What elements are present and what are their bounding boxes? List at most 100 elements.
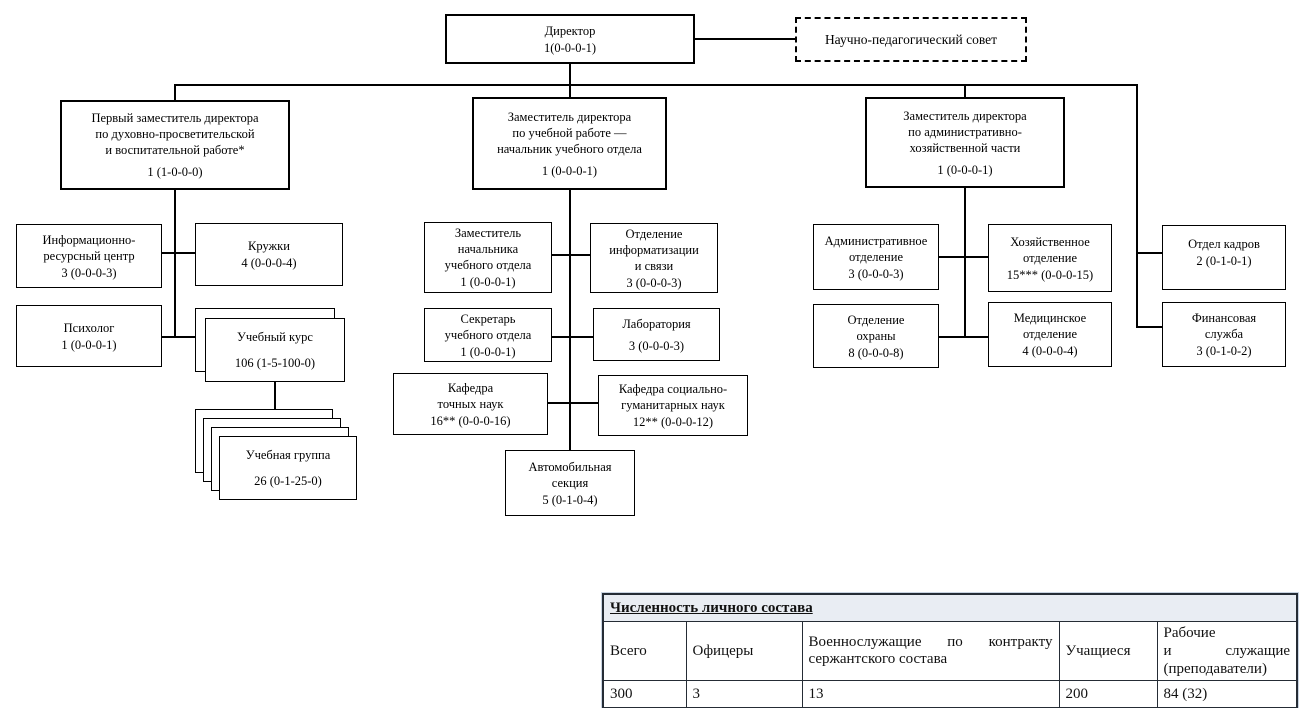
table-value-students: 200 [1058,680,1158,708]
connector-middle-trunk [569,190,571,450]
table-value-total: 300 [602,680,687,708]
box-study-course: Учебный курс 106 (1-5-100-0) [205,318,345,382]
box-psychologist-title: Психолог [63,320,115,335]
connector-far-right-trunk [1136,84,1138,328]
box-deputy-education-staff: 1 (0-0-0-1) [541,163,598,178]
box-medical-dept: Медицинское отделение 4 (0-0-0-4) [988,302,1112,367]
box-deputy-admin: Заместитель директора по административно… [865,97,1065,188]
staff-table: Численность личного состава Всего Офицер… [602,593,1299,708]
table-title-row: Численность личного состава [602,593,1298,622]
connector-right-trunk [964,188,966,338]
box-household-dept-staff: 15*** (0-0-0-15) [1006,267,1094,282]
box-deputy-head-education: Заместитель начальника учебного отдела 1… [424,222,552,293]
connector-middle-stub-2 [552,336,595,338]
connector-middle-stub-1 [552,254,591,256]
box-info-center-title: Информационно- ресурсный центр [42,232,136,263]
box-first-deputy-staff: 1 (1-0-0-0) [147,165,203,179]
box-exact-sciences-title: Кафедра точных наук [437,380,504,411]
box-medical-dept-title: Медицинское отделение [1013,311,1087,341]
box-deputy-education-title: Заместитель директора по учебной работе … [497,109,642,156]
box-admin-dept: Административное отделение 3 (0-0-0-3) [813,224,939,290]
connector-far-right-stub-1 [1136,252,1163,254]
box-hr-dept: Отдел кадров 2 (0-1-0-1) [1162,225,1286,290]
table-header-workers-line1: Рабочие [1163,625,1216,641]
box-exact-sciences: Кафедра точных наук 16** (0-0-0-16) [393,373,548,435]
box-clubs: Кружки 4 (0-0-0-4) [195,223,343,286]
box-security-dept-staff: 8 (0-0-0-8) [848,345,904,360]
table-values-row: 300 3 13 200 84 (32) [602,680,1298,708]
box-exact-sciences-staff: 16** (0-0-0-16) [430,413,511,428]
box-first-deputy-title: Первый заместитель директора по духовно-… [91,111,259,157]
box-secretary-staff: 1 (0-0-0-1) [460,344,516,359]
table-header-contract: Военнослужащие по контракту сержантского… [801,621,1060,681]
connector-drop-right [964,84,966,98]
table-header-students: Учащиеся [1058,621,1158,681]
box-psychologist-staff: 1 (0-0-0-1) [61,337,117,352]
table-title: Численность личного состава [602,593,1298,622]
table-header-workers: Рабочие и служащие (преподаватели) [1156,621,1298,681]
box-admin-dept-title: Административное отделение [824,233,928,264]
box-deputy-admin-title: Заместитель директора по административно… [903,108,1027,155]
connector-director-council [695,38,795,40]
box-hr-dept-staff: 2 (0-1-0-1) [1196,254,1252,268]
connector-director-down [569,64,571,85]
box-council: Научно-педагогический совет [795,17,1027,62]
box-study-group-title: Учебная группа [245,448,331,462]
box-director-staff: 1(0-0-0-1) [543,40,597,55]
table-header-workers-line3: (преподаватели) [1163,661,1267,677]
box-secretary: Секретарь учебного отдела 1 (0-0-0-1) [424,308,552,362]
connector-course-group [274,381,276,410]
box-social-sciences-title: Кафедра социально- гуманитарных наук [618,382,728,412]
connector-left-stub-2 [160,336,207,338]
table-value-officers: 3 [685,680,803,708]
box-study-course-staff: 106 (1-5-100-0) [234,356,316,370]
box-medical-dept-staff: 4 (0-0-0-4) [1022,344,1078,358]
table-header-workers-line2: и служащие [1163,643,1291,659]
box-security-dept: Отделение охраны 8 (0-0-0-8) [813,304,939,368]
box-it-dept-title: Отделение информатизации и связи [609,226,699,273]
box-deputy-head-education-title: Заместитель начальника учебного отдела [444,226,532,272]
table-header-row: Всего Офицеры Военнослужащие по контракт… [602,621,1298,681]
box-security-dept-title: Отделение охраны [847,312,905,343]
box-info-center: Информационно- ресурсный центр 3 (0-0-0-… [16,224,162,288]
box-social-sciences: Кафедра социально- гуманитарных наук 12*… [598,375,748,436]
box-deputy-head-education-staff: 1 (0-0-0-1) [460,275,516,289]
connector-left-trunk [174,190,176,338]
connector-left-stub-1 [160,252,196,254]
box-it-dept-staff: 3 (0-0-0-3) [626,275,682,290]
box-director: Директор 1(0-0-0-1) [445,14,695,64]
box-clubs-title: Кружки [248,239,290,253]
box-laboratory-title: Лаборатория [622,316,691,331]
connector-drop-left [174,84,176,101]
box-auto-section: Автомобильная секция 5 (0-1-0-4) [505,450,635,516]
box-psychologist: Психолог 1 (0-0-0-1) [16,305,162,367]
connector-top-rail [174,84,1138,86]
connector-far-right-stub-2 [1136,326,1163,328]
box-hr-dept-title: Отдел кадров [1188,237,1260,251]
box-auto-section-staff: 5 (0-1-0-4) [542,492,598,507]
connector-right-stub-1 [939,256,989,258]
box-finance-dept-staff: 3 (0-1-0-2) [1196,344,1252,358]
box-deputy-admin-staff: 1 (0-0-0-1) [937,162,993,177]
box-finance-dept: Финансовая служба 3 (0-1-0-2) [1162,302,1286,367]
box-laboratory: Лаборатория 3 (0-0-0-3) [593,308,720,361]
box-study-group: Учебная группа 26 (0-1-25-0) [219,436,357,500]
table-header-officers: Офицеры [685,621,803,681]
box-info-center-staff: 3 (0-0-0-3) [61,265,117,280]
box-it-dept: Отделение информатизации и связи 3 (0-0-… [590,223,718,293]
connector-drop-middle [569,84,571,98]
box-household-dept-title: Хозяйственное отделение [1010,234,1090,265]
table-value-workers: 84 (32) [1156,680,1298,708]
box-deputy-education: Заместитель директора по учебной работе … [472,97,667,190]
box-council-title: Научно-педагогический совет [824,31,998,47]
box-secretary-title: Секретарь учебного отдела [444,311,532,342]
connector-right-stub-2 [939,336,989,338]
box-study-group-staff: 26 (0-1-25-0) [254,474,322,488]
box-auto-section-title: Автомобильная секция [528,459,612,490]
box-finance-dept-title: Финансовая служба [1191,311,1257,341]
connector-middle-stub-3 [548,402,600,404]
box-study-course-title: Учебный курс [237,330,313,344]
box-clubs-staff: 4 (0-0-0-4) [241,256,297,270]
box-director-title: Директор [544,23,596,38]
